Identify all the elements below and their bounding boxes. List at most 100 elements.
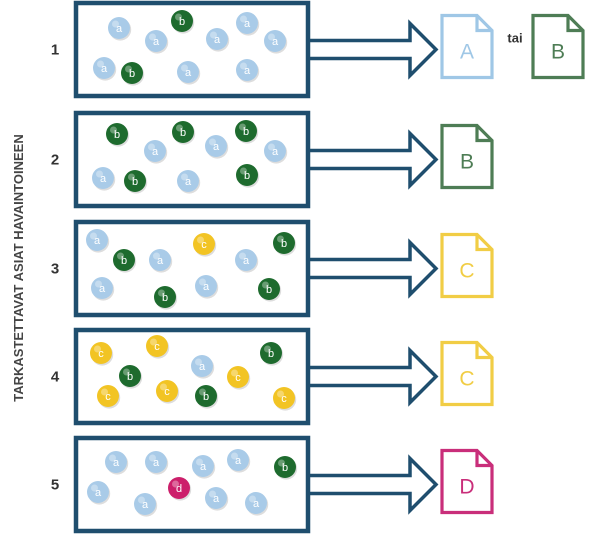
item-a: a <box>227 449 251 473</box>
vertical-axis-label: TARKASTETTAVAT ASIAT HAVAINTOINEEN <box>11 134 26 401</box>
item-a: a <box>235 249 259 273</box>
item-label: a <box>243 255 250 267</box>
item-a: a <box>145 30 169 54</box>
item-b: b <box>258 278 282 302</box>
item-b: b <box>274 456 298 480</box>
item-a: a <box>134 493 158 517</box>
connector-word: tai <box>507 31 522 46</box>
item-a: a <box>205 135 229 159</box>
document-icon: B <box>531 13 585 80</box>
item-label: a <box>199 361 206 373</box>
item-label: a <box>214 34 221 46</box>
item-label: a <box>113 457 120 469</box>
item-a: a <box>149 249 173 273</box>
item-c: c <box>227 366 251 390</box>
item-label: a <box>244 65 251 77</box>
item-a: a <box>236 59 260 83</box>
item-b: b <box>172 121 196 145</box>
item-label: b <box>121 255 127 267</box>
row-number: 2 <box>51 152 59 169</box>
item-a: a <box>87 481 111 505</box>
arrow <box>304 454 439 515</box>
item-a: a <box>191 355 215 379</box>
item-label: a <box>185 176 192 188</box>
item-a: a <box>93 57 117 81</box>
document-icon: C <box>440 340 494 407</box>
item-b: b <box>236 164 260 188</box>
item-label: a <box>253 498 260 510</box>
document-letter: D <box>459 476 474 499</box>
row-number: 1 <box>51 42 59 59</box>
arrow <box>304 129 439 190</box>
item-label: c <box>105 391 111 403</box>
item-b: b <box>235 120 259 144</box>
document-letter: C <box>459 368 474 391</box>
item-b: b <box>260 342 284 366</box>
item-label: a <box>153 36 160 48</box>
item-a: a <box>91 277 115 301</box>
document-letter: B <box>551 41 565 64</box>
item-a: a <box>145 451 169 475</box>
document-letter: B <box>460 151 474 174</box>
item-label: a <box>152 146 159 158</box>
document-icon: D <box>440 448 494 515</box>
item-label: a <box>101 63 108 75</box>
item-a: a <box>195 275 219 299</box>
document-icon: C <box>440 232 494 299</box>
item-label: a <box>272 146 279 158</box>
item-label: a <box>203 281 210 293</box>
document-letter: A <box>460 41 474 64</box>
item-a: a <box>264 30 288 54</box>
item-a: a <box>86 229 110 253</box>
item-a: a <box>236 12 260 36</box>
item-label: a <box>95 487 102 499</box>
item-label: c <box>154 341 160 353</box>
item-a: a <box>192 455 216 479</box>
item-label: b <box>127 371 133 383</box>
item-label: a <box>213 493 220 505</box>
item-label: c <box>201 239 207 251</box>
item-label: b <box>282 462 288 474</box>
item-c: c <box>146 335 170 359</box>
item-label: a <box>153 457 160 469</box>
item-b: b <box>171 10 195 34</box>
item-c: c <box>273 387 297 411</box>
item-a: a <box>105 451 129 475</box>
item-b: b <box>113 249 137 273</box>
item-label: b <box>162 292 168 304</box>
document-letter: C <box>459 260 474 283</box>
item-label: a <box>157 255 164 267</box>
item-a: a <box>206 28 230 52</box>
row-number: 5 <box>51 477 59 494</box>
item-label: b <box>244 170 250 182</box>
row-number: 4 <box>51 369 60 386</box>
item-d: d <box>168 477 192 501</box>
arrow <box>304 238 439 299</box>
item-label: a <box>142 499 149 511</box>
item-label: b <box>203 391 209 403</box>
item-label: c <box>281 393 287 405</box>
item-b: b <box>124 170 148 194</box>
item-label: b <box>132 176 138 188</box>
item-label: a <box>100 173 107 185</box>
item-b: b <box>119 365 143 389</box>
observation-box <box>73 435 311 534</box>
item-a: a <box>177 170 201 194</box>
item-label: b <box>281 238 287 250</box>
row-number: 3 <box>51 261 59 278</box>
item-a: a <box>245 492 269 516</box>
item-a: a <box>205 487 229 511</box>
document-icon: A <box>440 13 494 80</box>
item-b: b <box>106 123 130 147</box>
arrow <box>304 346 439 407</box>
item-c: c <box>156 380 180 404</box>
item-a: a <box>92 167 116 191</box>
item-label: a <box>235 455 242 467</box>
item-label: c <box>235 372 241 384</box>
item-label: a <box>94 235 101 247</box>
item-label: a <box>213 141 220 153</box>
item-label: b <box>266 284 272 296</box>
